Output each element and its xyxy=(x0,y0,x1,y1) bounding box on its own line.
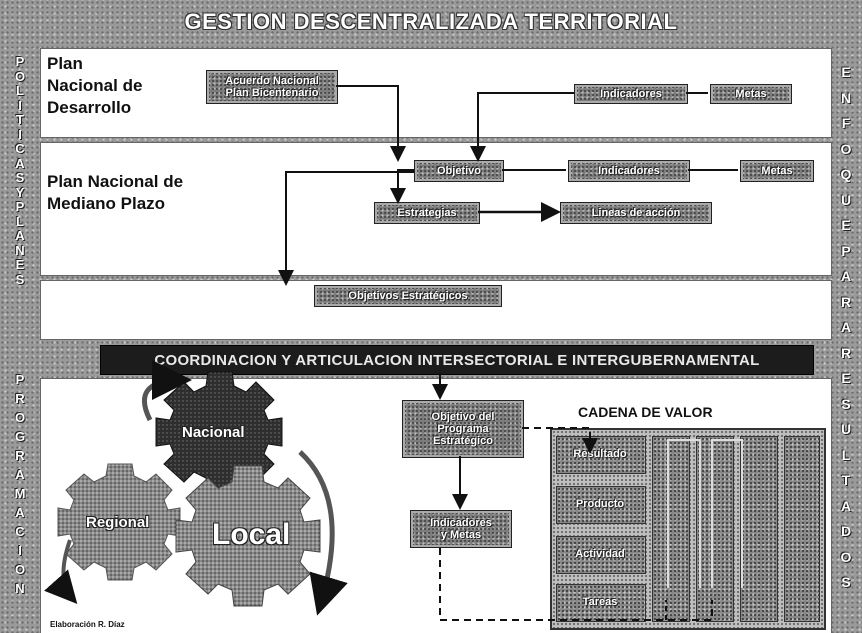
side-letter: O xyxy=(840,140,852,157)
side-letter: Y xyxy=(15,184,25,200)
credit-text: Elaboración R. Díaz xyxy=(50,620,125,629)
side-letter: A xyxy=(840,319,852,335)
section-label-pnd: Plan Nacional de Desarrollo xyxy=(47,54,143,117)
side-letter: A xyxy=(15,467,25,482)
grid-column xyxy=(784,436,820,622)
row-label-tareas: Tareas xyxy=(582,596,618,608)
box-indicadores-pnmp: Indicadores xyxy=(568,160,690,182)
gear-label-nacional: Nacional xyxy=(182,424,245,441)
side-letter: E xyxy=(841,370,851,386)
side-letter: O xyxy=(14,562,26,577)
side-letter: L xyxy=(16,213,24,229)
side-letter: M xyxy=(14,486,26,501)
side-letter: U xyxy=(840,421,852,437)
side-letter: A xyxy=(15,505,25,520)
side-letter: P xyxy=(15,199,25,214)
grid-cell-producto xyxy=(556,486,646,524)
side-letter: P xyxy=(15,372,25,387)
box-objetivos-estrategicos: Objetivos Estratégicos xyxy=(314,285,502,307)
side-letter: F xyxy=(841,115,851,131)
side-letter: S xyxy=(841,574,851,590)
side-letter: D xyxy=(840,523,852,539)
box-acuerdo-nacional: Acuerdo Nacional Plan Bicentenario xyxy=(206,70,338,104)
side-letter: C xyxy=(15,524,25,539)
side-letter: P xyxy=(15,54,25,69)
side-letter: O xyxy=(14,410,26,425)
grid-column xyxy=(740,436,778,622)
side-letter: E xyxy=(841,64,851,80)
row-label-actividad: Actividad xyxy=(575,548,625,560)
side-letter: E xyxy=(15,257,25,272)
side-letter: A xyxy=(840,268,852,284)
side-letter: R xyxy=(15,448,25,463)
side-letter: U xyxy=(840,191,852,208)
coordination-banner: COORDINACION Y ARTICULACION INTERSECTORI… xyxy=(100,345,814,375)
section-label-pnmp: Plan Nacional de Mediano Plazo xyxy=(47,172,184,213)
cadena-de-valor-title: CADENA DE VALOR xyxy=(578,404,713,420)
side-letter: T xyxy=(841,472,851,488)
row-label-resultado: Resultado xyxy=(573,448,627,460)
diagram-title: GESTION DESCENTRALIZADA TERRITORIAL xyxy=(184,9,678,34)
side-letter: S xyxy=(15,271,25,287)
side-letter: C xyxy=(15,141,25,156)
side-letter: T xyxy=(16,112,24,127)
side-letter: O xyxy=(840,548,852,565)
side-letter: R xyxy=(15,391,25,406)
side-letter: L xyxy=(16,83,24,98)
side-letter: L xyxy=(841,446,851,463)
side-letter: P xyxy=(841,242,851,259)
side-letter: Q xyxy=(840,166,852,182)
box-indicadores-metas: Indicadores y Metas xyxy=(410,510,512,548)
box-estrategias: Estrategias xyxy=(374,202,480,224)
side-letter: E xyxy=(841,217,851,233)
side-letter: N xyxy=(840,89,852,106)
side-letter: A xyxy=(15,155,25,171)
side-letter: N xyxy=(15,242,25,258)
gear-label-local: Local xyxy=(212,518,291,551)
side-letter: N xyxy=(15,581,25,596)
grid-column xyxy=(652,436,690,622)
box-metas-pnmp: Metas xyxy=(740,160,814,182)
gear-label-regional: Regional xyxy=(86,514,150,531)
box-indicadores-pnd: Indicadores xyxy=(574,84,688,104)
side-letter: G xyxy=(14,429,26,444)
grid-column xyxy=(696,436,734,622)
side-letter: I xyxy=(18,126,22,142)
side-letter: A xyxy=(15,228,25,243)
side-letter: I xyxy=(18,97,22,113)
side-letter: R xyxy=(840,344,852,361)
box-metas-pnd: Metas xyxy=(710,84,792,104)
box-lineas-accion: Lineas de acción xyxy=(560,202,712,224)
side-letter: S xyxy=(841,395,851,412)
cadena-de-valor-grid: Resultado Producto Actividad Tareas xyxy=(550,428,826,630)
side-letter: S xyxy=(15,170,25,185)
side-letter: A xyxy=(840,497,852,514)
side-letter: O xyxy=(14,68,26,84)
side-letter: I xyxy=(18,543,22,558)
box-objetivo: Objetivo xyxy=(414,160,504,182)
side-letter: R xyxy=(840,293,852,310)
box-objetivo-programa: Objetivo del Programa Estratégico xyxy=(402,400,524,458)
row-label-producto: Producto xyxy=(575,498,625,510)
